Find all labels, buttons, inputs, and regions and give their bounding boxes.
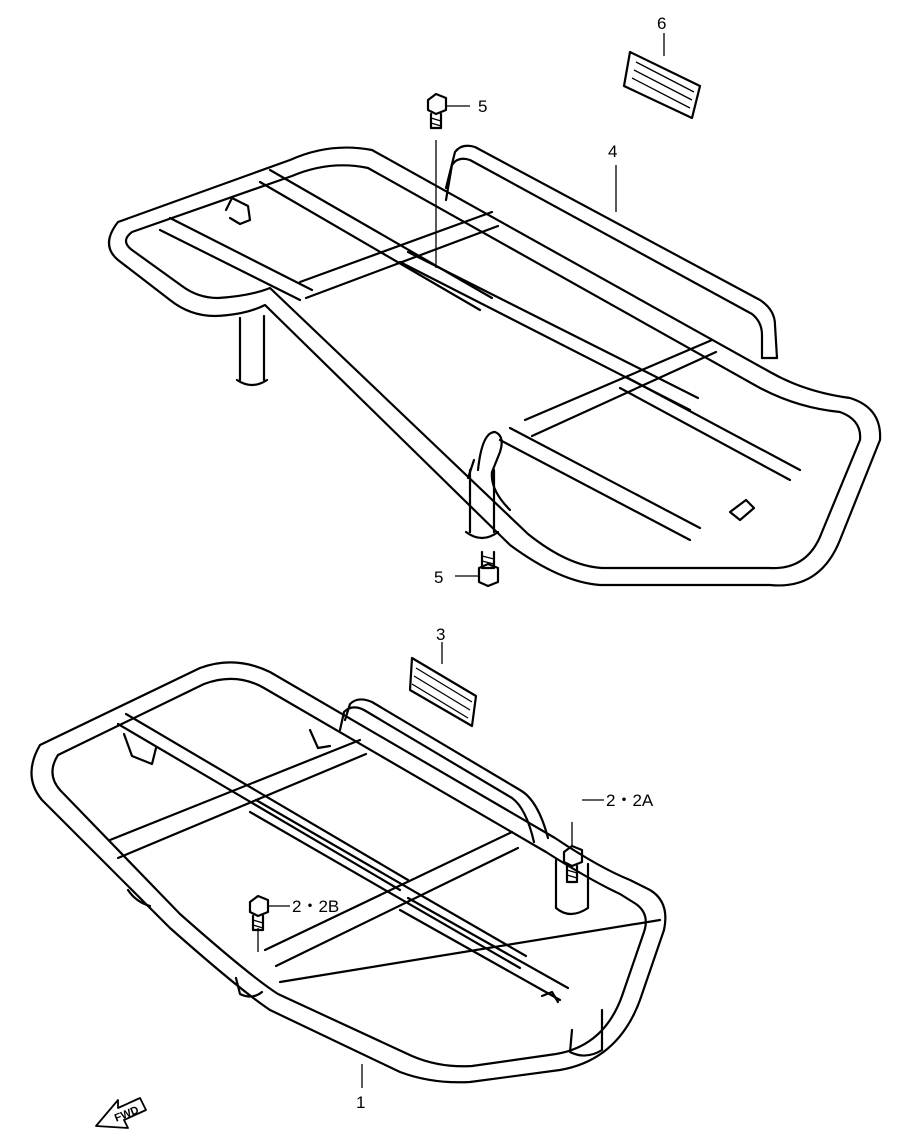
- callout-part-4: 4: [608, 142, 617, 161]
- callout-part-6: 6: [657, 14, 666, 33]
- front-carrier-rack: [30, 661, 667, 1088]
- rear-carrier-rack: [107, 140, 882, 587]
- callout-part-1: 1: [356, 1093, 365, 1112]
- bolt-icon: [426, 92, 470, 130]
- callout-part-5-top: 5: [478, 97, 487, 116]
- bolt-icon: [248, 894, 290, 932]
- callout-part-2a: 2・2A: [606, 791, 654, 810]
- callout-part-2b: 2・2B: [292, 897, 339, 916]
- forward-arrow-icon: FWD: [95, 1097, 147, 1129]
- callout-part-5-bottom: 5: [434, 568, 443, 587]
- label-sticker-icon: [408, 642, 478, 728]
- nut-icon: [455, 550, 500, 588]
- bolt-icon: [562, 799, 604, 884]
- callout-part-3: 3: [436, 625, 445, 644]
- label-sticker-icon: [622, 33, 702, 120]
